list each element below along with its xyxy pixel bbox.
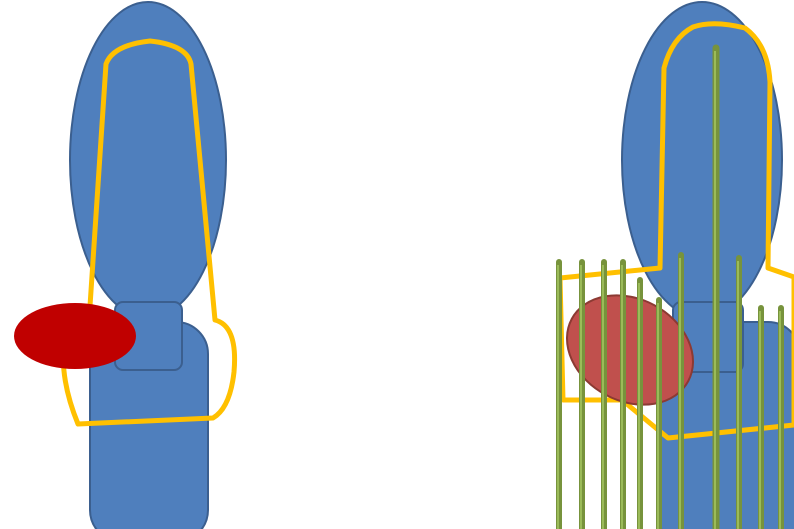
left-lesion: [14, 303, 136, 369]
